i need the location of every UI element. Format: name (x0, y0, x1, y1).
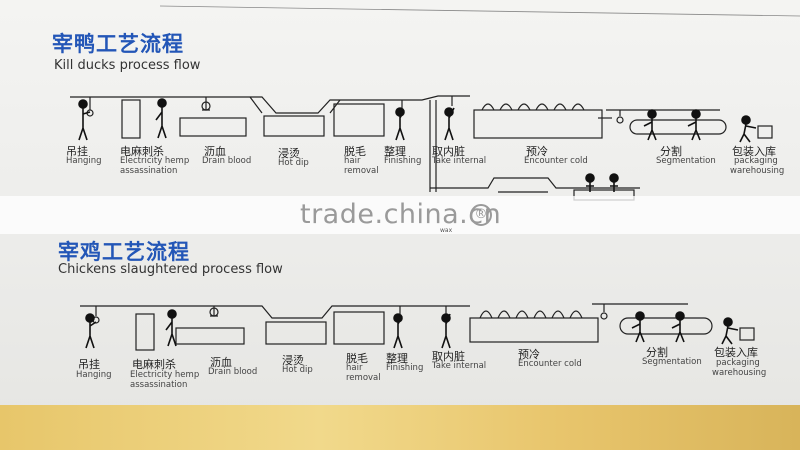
stage-label-cn: 电麻刺杀 (120, 145, 164, 158)
stage-label-cn: 整理 (386, 352, 408, 365)
stray-label: wax (440, 227, 453, 234)
chicken-drain-trough (175, 327, 245, 345)
stage-label-en: Drain blood (202, 156, 252, 166)
stage-label-cn: 取内脏 (432, 350, 465, 363)
duck-package-box (757, 125, 773, 139)
stage-label-cn: 电麻刺杀 (132, 358, 176, 371)
duck-stun-tank (121, 99, 141, 139)
worker-icon (393, 313, 403, 349)
worker-icon (444, 107, 455, 141)
watermark-band (0, 196, 800, 234)
chicken-overhead-rail (80, 305, 470, 319)
chicken-stun-tank (135, 313, 155, 351)
duck-scald-tank (263, 115, 325, 137)
stage-label-en: Hot dip (282, 365, 313, 375)
duck-cutting-conveyor (629, 119, 727, 135)
chicken-title-cn: 宰鸡工艺流程 (58, 240, 190, 264)
chicken-scald-tank (265, 321, 327, 345)
stage-label-cn: 预冷 (518, 348, 540, 361)
stage-label-en: Electricity hemp (120, 156, 190, 166)
duck-plucker (333, 103, 385, 137)
worker-icon (643, 109, 657, 141)
stage-label-en: Drain blood (208, 367, 258, 377)
worker-icon (671, 311, 685, 343)
stage-label-en: Hanging (66, 156, 102, 166)
stage-label-cn: 包装入库 (732, 145, 776, 158)
duck-title-en: Kill ducks process flow (54, 58, 201, 73)
stage-label-cn: 分割 (646, 346, 668, 359)
stage-label-en: assassination (130, 380, 188, 390)
worker-icon (165, 309, 177, 347)
stage-label-en: Encounter cold (524, 156, 588, 166)
worker-icon (395, 107, 405, 141)
duck-chiller (473, 109, 603, 139)
worker-icon (155, 98, 167, 139)
wooden-floor (0, 405, 800, 450)
stage-label-cn: 预冷 (526, 145, 548, 158)
worker-icon (739, 115, 757, 143)
stage-label-cn: 沥血 (210, 356, 232, 369)
stage-label-cn: 脱毛 (344, 145, 366, 158)
stage-label-en: warehousing (730, 166, 785, 176)
stage-label-en: warehousing (712, 368, 767, 378)
stage-label-en: Take internal (432, 361, 487, 371)
duck-support-post (429, 100, 437, 192)
chicken-process-line (80, 303, 755, 351)
worker-icon (721, 317, 739, 345)
stage-label-cn: 吊挂 (78, 358, 100, 371)
stage-label-cn: 分割 (660, 145, 682, 158)
stage-label-en: packaging (734, 156, 778, 166)
stage-label-en: Finishing (386, 363, 424, 373)
stage-label-en: Encounter cold (518, 359, 582, 369)
stage-label-en: hair (346, 363, 363, 373)
worker-icon (78, 99, 91, 141)
stage-label-en: Take internal (432, 156, 487, 166)
worker-icon (631, 311, 645, 343)
stage-label-cn: 吊挂 (66, 145, 88, 158)
worker-icon (609, 173, 619, 192)
watermark-text: trade.china.cn (300, 199, 502, 230)
stage-label-en: Segmentation (642, 357, 702, 367)
chicken-package-box (739, 327, 755, 341)
stage-label-en: removal (344, 166, 379, 176)
chicken-plucker (333, 311, 385, 345)
duck-overhead-rail (70, 95, 470, 114)
worker-icon (585, 173, 595, 192)
stage-label-cn: 浸烫 (278, 147, 300, 160)
duck-title-cn: 宰鸭工艺流程 (52, 32, 184, 56)
worker-icon (85, 313, 97, 349)
stage-label-en: removal (346, 373, 381, 383)
stage-label-en: Hanging (76, 370, 112, 380)
stage-label-cn: 浸烫 (282, 354, 304, 367)
stage-label-en: Hot dip (278, 158, 309, 168)
stage-label-en: Electricity hemp (130, 370, 200, 380)
stage-label-en: hair (344, 156, 361, 166)
worker-icon (687, 109, 701, 141)
stage-label-cn: 包装入库 (714, 346, 758, 359)
stage-label-en: Finishing (384, 156, 422, 166)
duck-process-line (70, 95, 773, 201)
stage-label-cn: 取内脏 (432, 145, 465, 158)
stage-label-cn: 沥血 (204, 145, 226, 158)
chicken-chiller (469, 317, 599, 343)
stage-label-en: Segmentation (656, 156, 716, 166)
stage-label-cn: 脱毛 (346, 352, 368, 365)
stage-label-cn: 整理 (384, 145, 406, 158)
chicken-title-en: Chickens slaughtered process flow (58, 262, 283, 277)
stage-label-en: packaging (716, 358, 760, 368)
stage-label-en: assassination (120, 166, 178, 176)
duck-drain-trough (179, 117, 247, 137)
watermark-registered-icon: ® (470, 204, 492, 226)
worker-icon (441, 313, 451, 349)
worker-figures (78, 98, 757, 349)
chicken-cutting-conveyor (619, 317, 713, 335)
